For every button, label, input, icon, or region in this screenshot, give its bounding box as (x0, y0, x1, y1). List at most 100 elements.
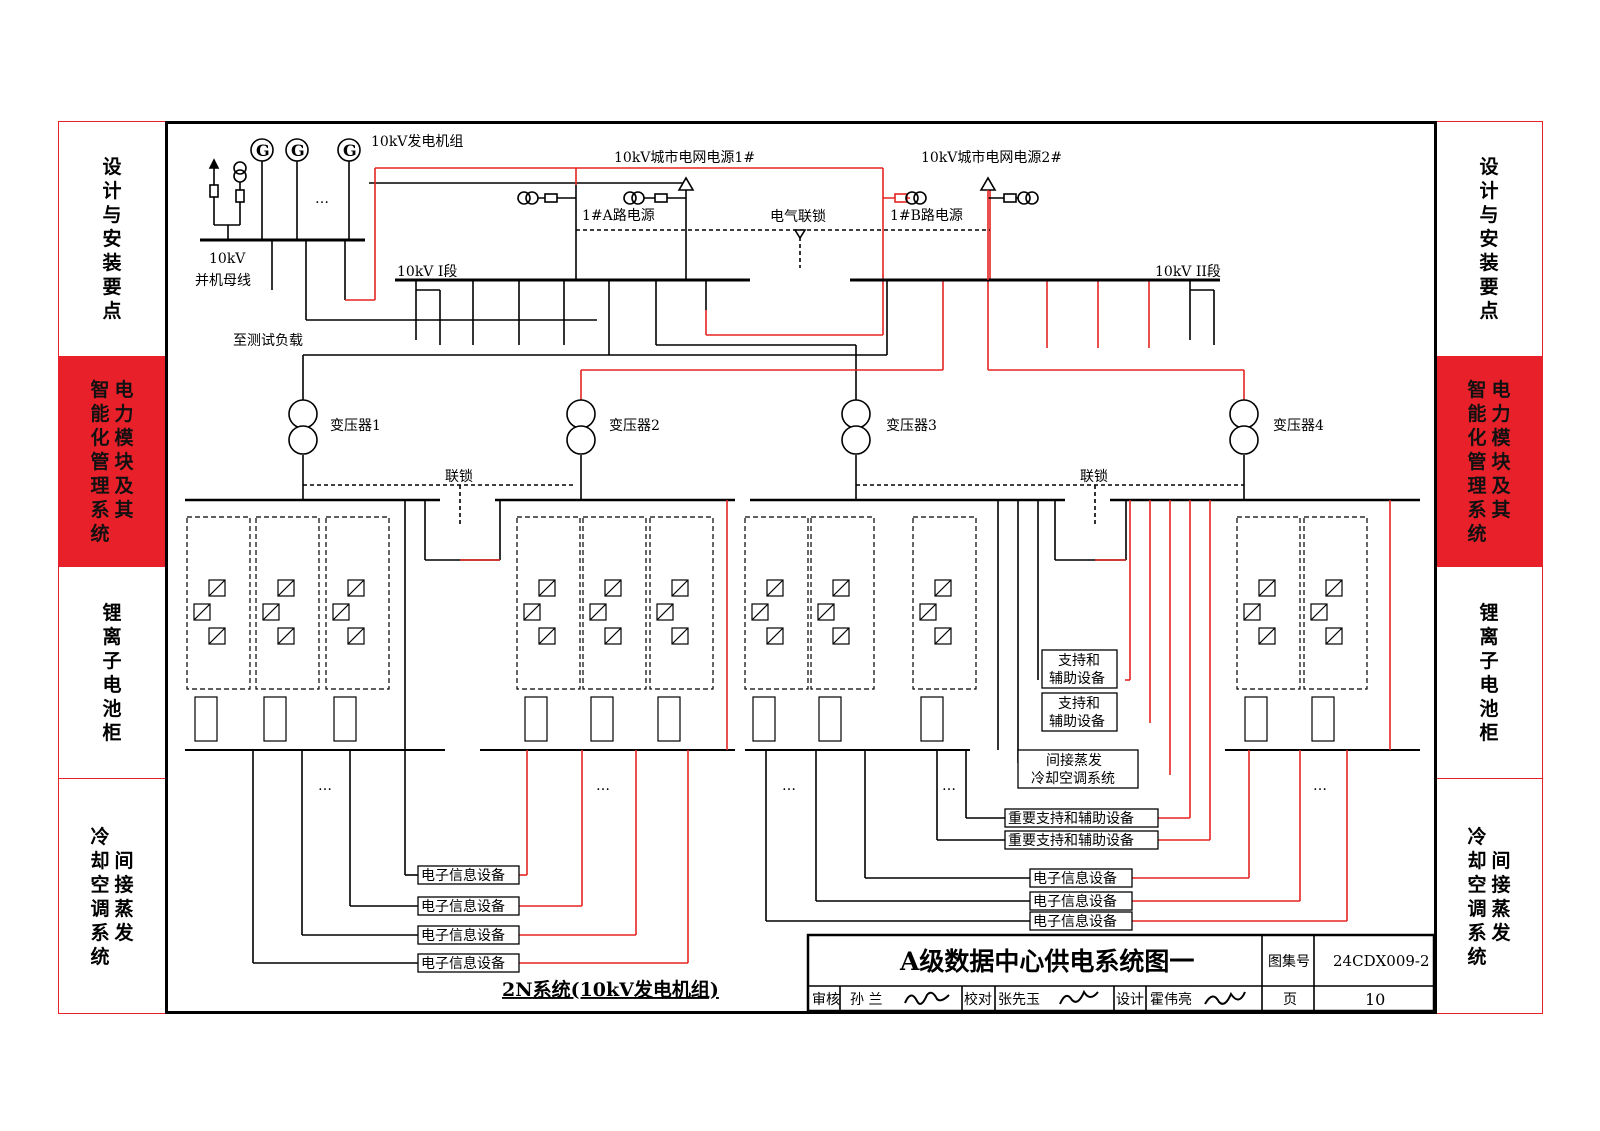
parallel-bus-label-1: 10kV (209, 251, 246, 267)
indirect-evap-ac-box (1017, 749, 1139, 789)
check-label: 校对 (964, 991, 992, 1008)
electronic-info-box-r1 (1029, 868, 1133, 888)
converter-block (817, 603, 835, 621)
design-label: 设计 (1116, 992, 1144, 1008)
indirect-evap-line1: 间接蒸发 (1046, 752, 1102, 769)
battery-cabinet (333, 696, 357, 742)
generator-ellipsis: … (315, 191, 329, 207)
converter-diagonal (817, 603, 835, 621)
support-aux-2-line2: 辅助设备 (1049, 713, 1105, 730)
bus-i-label: 10kV I段 (397, 264, 457, 280)
converter-diagonal (1310, 603, 1328, 621)
drawing-frame (165, 121, 1437, 1014)
battery-cabinets (194, 696, 1335, 742)
left-tab-indirect-cooling-col-a: 冷却空调系统 (90, 825, 110, 968)
converter-block (208, 627, 226, 645)
power-module-cabinet (186, 516, 251, 690)
converter-block (538, 579, 556, 597)
converter-block (671, 627, 689, 645)
feeder-ellipsis-5: … (1313, 778, 1327, 794)
converter-block (934, 579, 952, 597)
system-caption: 2N系统(10kV发电机组) (502, 978, 719, 1001)
battery-cabinet (920, 696, 944, 742)
left-tab-li-battery[interactable]: 锂离子电池柜 (58, 567, 166, 779)
electronic-info-box-r2 (1029, 891, 1133, 911)
converter-block (262, 603, 280, 621)
battery-cabinet (524, 696, 548, 742)
right-tab-li-battery[interactable]: 锂离子电池柜 (1435, 567, 1543, 779)
page-label: 页 (1283, 992, 1297, 1008)
generator-g2 (285, 138, 309, 162)
converter-block (1310, 603, 1328, 621)
converter-block (919, 603, 937, 621)
review-label: 审核 (812, 992, 840, 1008)
atlas-label: 图集号 (1268, 953, 1310, 970)
power-module-cabinet (744, 516, 809, 690)
generator-gn-label: G (343, 141, 357, 160)
battery-cabinet (657, 696, 681, 742)
design-signature (1204, 991, 1246, 1005)
electronic-info-l1: 电子信息设备 (421, 867, 505, 884)
converter-diagonal (656, 603, 674, 621)
a-source-label: 1#A路电源 (582, 208, 655, 224)
left-tab-li-battery-label: 锂离子电池柜 (102, 601, 122, 744)
converter-block (604, 579, 622, 597)
right-tab-li-battery-label: 锂离子电池柜 (1479, 601, 1499, 744)
converter-diagonal (538, 627, 556, 645)
b-source-label: 1#B路电源 (890, 208, 963, 224)
electronic-info-box-l4 (417, 953, 520, 973)
left-tab-design-install[interactable]: 设计与安装要点 (58, 121, 166, 357)
right-tab-indirect-cooling-col-a: 冷却空调系统 (1467, 825, 1487, 968)
left-tab-indirect-cooling[interactable]: 冷却空调系统 间接蒸发 (58, 779, 166, 1014)
converter-block (347, 627, 365, 645)
transformer-4-label: 变压器4 (1273, 418, 1324, 434)
converter-diagonal (604, 627, 622, 645)
left-tab-power-module[interactable]: 智能化管理系统 电力模块及其 (58, 357, 166, 567)
transformer-3-label: 变压器3 (886, 418, 937, 434)
converter-block (1243, 603, 1261, 621)
left-tab-indirect-cooling-col-b: 间接蒸发 (114, 849, 134, 944)
right-tab-design-install[interactable]: 设计与安装要点 (1435, 121, 1543, 357)
tie-interlock-label-1: 联锁 (445, 469, 473, 485)
power-module-cabinet (582, 516, 647, 690)
converter-diagonal (671, 627, 689, 645)
battery-cabinet (1244, 696, 1268, 742)
support-aux-1-line1: 支持和 (1058, 653, 1100, 669)
converter-block (832, 579, 850, 597)
converter-block (751, 603, 769, 621)
battery-cabinet (590, 696, 614, 742)
converter-diagonal (832, 579, 850, 597)
converter-diagonal (347, 627, 365, 645)
converter-block (656, 603, 674, 621)
electronic-info-r2: 电子信息设备 (1033, 893, 1117, 910)
converter-block (277, 627, 295, 645)
right-tab-design-install-label: 设计与安装要点 (1479, 155, 1499, 322)
bus-ii-label: 10kV II段 (1155, 264, 1221, 280)
converter-diagonal (208, 627, 226, 645)
electronic-info-r1: 电子信息设备 (1033, 870, 1117, 887)
left-tab-power-module-col-a: 智能化管理系统 (90, 379, 110, 545)
battery-cabinet (263, 696, 287, 742)
converter-diagonal (671, 579, 689, 597)
battery-cabinet (1311, 696, 1335, 742)
electronic-info-l4: 电子信息设备 (421, 955, 505, 972)
converter-diagonal (589, 603, 607, 621)
converter-diagonal (332, 603, 350, 621)
power-module-cabinet (1303, 516, 1368, 690)
right-tab-indirect-cooling[interactable]: 冷却空调系统 间接蒸发 (1435, 779, 1543, 1014)
converter-diagonal (193, 603, 211, 621)
converter-block (1325, 579, 1343, 597)
converter-block (604, 627, 622, 645)
converter-diagonal (751, 603, 769, 621)
converter-diagonal (347, 579, 365, 597)
parallel-bus-label-2: 并机母线 (195, 273, 251, 289)
left-tab-power-module-col-b: 电力模块及其 (114, 379, 134, 521)
battery-cabinet (752, 696, 776, 742)
converter-block (208, 579, 226, 597)
converter-diagonal (1325, 579, 1343, 597)
right-tab-power-module[interactable]: 智能化管理系统 电力模块及其 (1435, 357, 1543, 567)
grid-source-2-label: 10kV城市电网电源2# (921, 149, 1062, 166)
converter-diagonal (523, 603, 541, 621)
transformer-2-label: 变压器2 (609, 418, 660, 434)
design-name: 霍伟亮 (1150, 991, 1192, 1008)
